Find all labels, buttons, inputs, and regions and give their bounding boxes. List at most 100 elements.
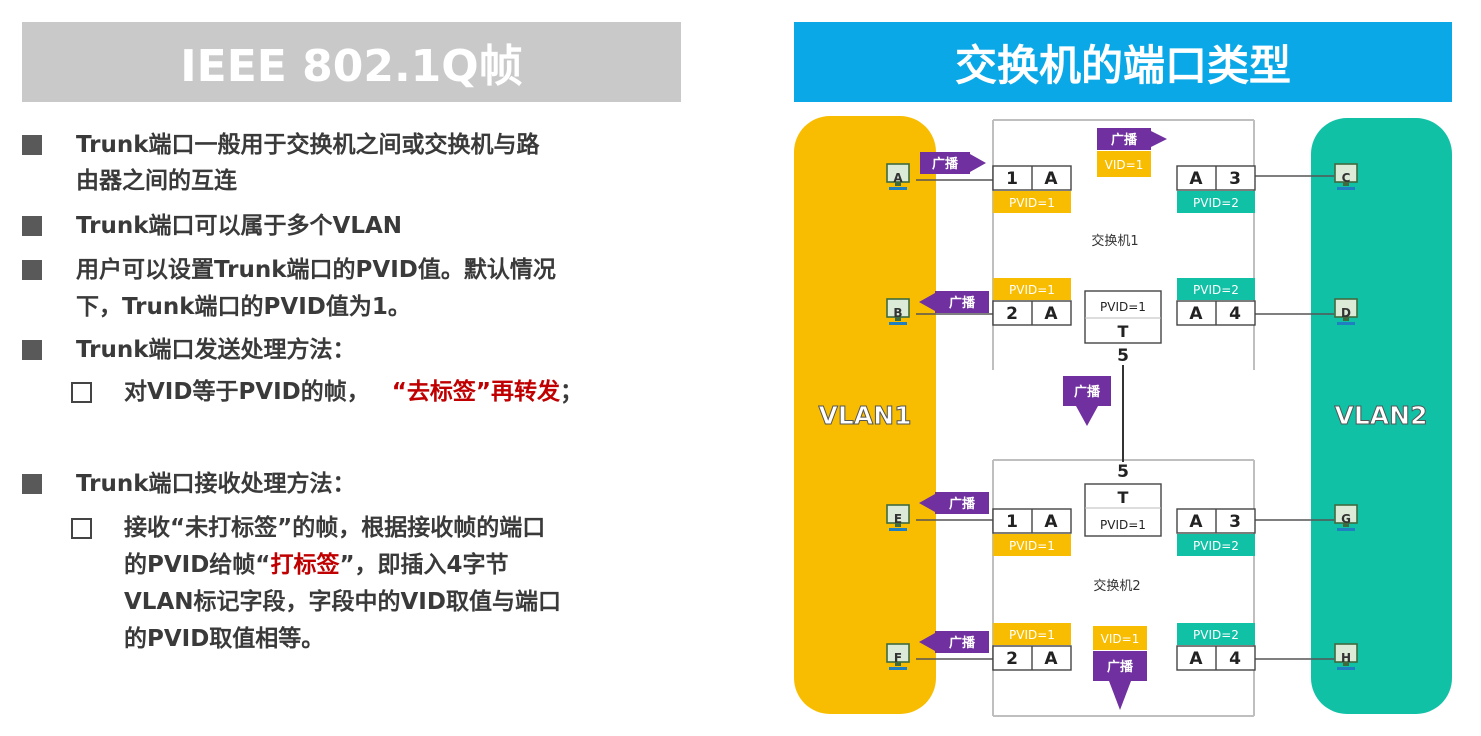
pvid-text: PVID=2 <box>1193 196 1239 210</box>
broadcast-tag <box>1097 128 1151 150</box>
host-label: B <box>893 306 902 320</box>
pvid-tag <box>1177 623 1255 645</box>
broadcast-tag <box>935 631 989 653</box>
hollow-bullet <box>71 382 92 403</box>
pvid-text: PVID=2 <box>1193 283 1239 297</box>
port-number: 3 <box>1229 512 1241 532</box>
arrow-right-icon <box>1151 131 1167 147</box>
broadcast-label: 广播 <box>949 635 976 651</box>
port-box <box>1084 290 1162 344</box>
host-b: B <box>886 298 910 326</box>
broadcast-label: 广播 <box>949 295 976 311</box>
host-e: E <box>886 504 910 532</box>
broadcast-to-e: 广播 <box>919 492 989 514</box>
broadcast-to-f: 广播 <box>919 631 989 653</box>
broadcast-label: 广播 <box>1111 132 1138 148</box>
bullet-text: 下，Trunk端口的PVID值为1。 <box>76 294 411 320</box>
broadcast-tag <box>1063 376 1111 406</box>
bullet-text: 用户可以设置Trunk端口的PVID值。默认情况 <box>76 257 556 283</box>
sw2-port-2: PVID=1 2 A <box>992 623 1072 671</box>
port-number: 2 <box>1006 304 1018 324</box>
pvid-tag <box>1177 191 1255 213</box>
port-number: 5 <box>1117 346 1129 366</box>
left-title: IEEE 802.1Q帧 <box>180 41 523 92</box>
vid-text: VID=1 <box>1105 158 1144 172</box>
port-box <box>1084 483 1162 537</box>
broadcast-tag <box>935 291 989 313</box>
sw1-port-1: 1 A PVID=1 <box>992 165 1072 213</box>
emphasis-text: “去标签”再转发 <box>391 379 560 405</box>
left-title-banner: IEEE 802.1Q帧 <box>22 22 681 102</box>
broadcast-tag <box>920 152 970 174</box>
sw1-port-2: PVID=1 2 A <box>992 278 1072 326</box>
pvid-text: PVID=1 <box>1100 518 1146 532</box>
pvid-text: PVID=1 <box>1009 628 1055 642</box>
hollow-bullet <box>71 518 92 539</box>
sub-bullet-text: 对VID等于PVID的帧， “去标签”再转发； <box>124 375 583 409</box>
sub-bullet-text: 的PVID取值相等。 <box>124 626 325 652</box>
arrow-right-icon <box>970 154 986 172</box>
host-d: D <box>1334 298 1358 326</box>
bullet-text: Trunk端口发送处理方法： <box>76 337 356 363</box>
sw2-port-4: PVID=2 A 4 <box>1176 623 1256 671</box>
port-number: 1 <box>1006 169 1018 189</box>
broadcast-sw1-top: 广播 VID=1 <box>1097 128 1167 177</box>
port-type: A <box>1189 649 1203 669</box>
sw2-port-1: 1 A PVID=1 <box>992 508 1072 556</box>
arrow-down-icon <box>1109 681 1131 710</box>
broadcast-to-b: 广播 <box>919 291 989 313</box>
sub-bullet-text: 接收“未打标签”的帧，根据接收帧的端口 <box>124 515 546 541</box>
pvid-tag <box>993 623 1071 645</box>
arrow-left-icon <box>919 633 935 651</box>
pvid-tag <box>1177 534 1255 556</box>
sw2-port-5: 5 T PVID=1 <box>1084 462 1162 537</box>
switch2-label: 交换机2 <box>1093 578 1140 594</box>
pvid-text: PVID=1 <box>1009 196 1055 210</box>
broadcast-label: 广播 <box>949 496 976 512</box>
host-label: A <box>893 171 903 185</box>
port-type: A <box>1044 649 1058 669</box>
port-number: 4 <box>1229 304 1241 324</box>
host-label: C <box>1342 171 1351 185</box>
broadcast-label: 广播 <box>1107 659 1134 675</box>
sw1-port-3: A 3 PVID=2 <box>1176 165 1256 213</box>
broadcast-tag <box>935 492 989 514</box>
host-label: E <box>894 512 902 526</box>
vlan2-label: VLAN2 <box>1335 401 1428 430</box>
port-number: 3 <box>1229 169 1241 189</box>
vlan1-region <box>794 116 936 714</box>
bullet-square <box>22 474 42 494</box>
host-f: F <box>886 643 910 671</box>
bullet-text: Trunk端口接收处理方法： <box>76 471 356 497</box>
vlan1-label: VLAN1 <box>819 401 912 430</box>
port-type: A <box>1044 512 1058 532</box>
port-type: A <box>1189 169 1203 189</box>
arrow-down-icon <box>1076 406 1098 426</box>
pvid-text: PVID=2 <box>1193 628 1239 642</box>
pvid-text: PVID=1 <box>1009 539 1055 553</box>
broadcast-label: 广播 <box>1074 384 1101 400</box>
host-c: C <box>1334 163 1358 191</box>
right-title: 交换机的端口类型 <box>954 40 1291 90</box>
sub-bullet-part: 对VID等于PVID的帧， <box>124 379 370 405</box>
sw2-port-3: A 3 PVID=2 <box>1176 508 1256 556</box>
pvid-tag <box>993 534 1071 556</box>
vid-text: VID=1 <box>1101 632 1140 646</box>
sub-bullet-text: 的PVID给帧“打标签”，即插入4字节 <box>124 548 509 582</box>
host-label: G <box>1341 512 1351 526</box>
broadcast-down-trunk: 广播 <box>1063 376 1111 426</box>
trunk-type: T <box>1118 488 1129 507</box>
pvid-text: PVID=2 <box>1193 539 1239 553</box>
bullet-text: Trunk端口一般用于交换机之间或交换机与路 <box>76 132 540 158</box>
host-label: D <box>1341 306 1351 320</box>
pvid-tag <box>1177 278 1255 300</box>
bullet-text: Trunk端口可以属于多个VLAN <box>76 213 403 239</box>
host-h: H <box>1334 643 1358 671</box>
sub-bullet-part: ； <box>560 379 583 405</box>
arrow-left-icon <box>919 494 935 512</box>
port-number: 5 <box>1117 462 1129 482</box>
host-label: F <box>894 651 902 665</box>
broadcast-to-sw1: 广播 <box>920 152 986 174</box>
arrow-left-icon <box>919 293 935 311</box>
